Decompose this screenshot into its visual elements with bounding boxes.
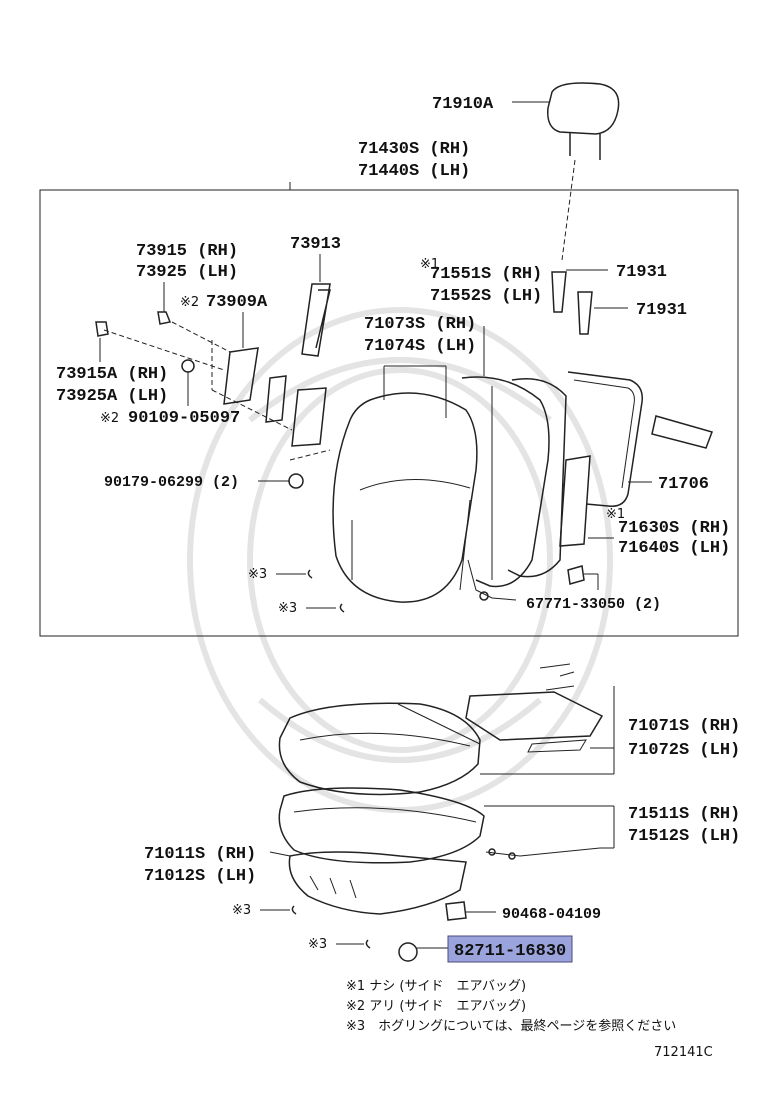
support-71551 xyxy=(551,271,567,313)
side-cover-b xyxy=(291,387,327,447)
mark-2-a: ※2 xyxy=(180,295,199,310)
label-71931-b: 71931 xyxy=(636,301,687,320)
side-cover-a xyxy=(265,375,287,423)
seatback-pad xyxy=(461,376,550,588)
label-cush-pad-lh: 71512S (LH) xyxy=(628,827,740,846)
ring-3-c: ※3 xyxy=(232,903,251,918)
label-73909a: 73909A xyxy=(206,293,268,312)
figure-code: 712141C xyxy=(654,1045,713,1060)
ring-3-a: ※3 xyxy=(248,567,267,582)
seatback-cover xyxy=(332,392,478,603)
label-cush-pad-rh: 71511S (RH) xyxy=(628,805,740,824)
wire-harness xyxy=(467,559,517,601)
cushion-wire xyxy=(485,847,614,857)
label-71640: 71640S (LH) xyxy=(618,539,730,558)
mark-1-b: ※1 xyxy=(606,507,625,522)
label-cush-assy-rh: 71011S (RH) xyxy=(144,845,256,864)
seatback-box xyxy=(39,189,739,637)
frame-71706 xyxy=(567,371,643,507)
rear-board xyxy=(507,378,567,578)
label-90109: 90109-05097 xyxy=(128,409,240,428)
label-back-assy-lh: 71440S (LH) xyxy=(358,162,470,181)
cushion-cover xyxy=(278,702,481,796)
connector-82711 xyxy=(398,942,418,962)
label-82711[interactable]: 82711-16830 xyxy=(454,942,566,961)
bracket-73913 xyxy=(301,283,331,357)
label-71551: 71551S (RH) xyxy=(430,265,542,284)
label-73925a: 73925A (LH) xyxy=(56,387,168,406)
clip-67771 xyxy=(567,565,585,585)
label-cover-rh: 73915 (RH) xyxy=(136,242,238,261)
clip-90468 xyxy=(445,901,467,921)
label-cover-lh: 73925 (LH) xyxy=(136,263,238,282)
frame-strap xyxy=(651,415,713,449)
cushion-pad xyxy=(278,787,485,864)
label-back-cover-rh: 71073S (RH) xyxy=(364,315,476,334)
label-back-cover-lh: 71074S (LH) xyxy=(364,337,476,356)
label-cush-cover-lh: 71072S (LH) xyxy=(628,741,740,760)
cushion-mat xyxy=(465,691,604,741)
headrest-group: 71910A xyxy=(432,82,620,261)
pad-71630 xyxy=(559,455,591,547)
label-73913: 73913 xyxy=(290,235,341,254)
label-back-assy-rh: 71430S (RH) xyxy=(358,140,470,159)
ring-3-d: ※3 xyxy=(308,937,327,952)
mark-1-a: ※1 xyxy=(420,257,439,272)
note-1: ※1 ナシ (サイド エアバッグ) xyxy=(346,979,526,994)
label-73915a: 73915A (RH) xyxy=(56,365,168,384)
label-71630: 71630S (RH) xyxy=(618,519,730,538)
airbag-73909a xyxy=(223,347,259,405)
label-71552: 71552S (LH) xyxy=(430,287,542,306)
ring-3-b: ※3 xyxy=(278,601,297,616)
label-cush-cover-rh: 71071S (RH) xyxy=(628,717,740,736)
label-90179: 90179-06299 (2) xyxy=(104,474,239,491)
cushion-frame xyxy=(288,851,467,915)
mark-2-b: ※2 xyxy=(100,411,119,426)
note-3: ※3 ホグリングについては、最終ページを参照ください xyxy=(346,1018,676,1034)
bolt-90109 xyxy=(181,359,195,373)
label-90468: 90468-04109 xyxy=(502,906,601,923)
nut-90179 xyxy=(288,473,304,489)
note-2: ※2 アリ (サイド エアバッグ) xyxy=(346,999,526,1014)
cover-knob xyxy=(157,311,172,325)
label-cush-assy-lh: 71012S (LH) xyxy=(144,867,256,886)
label-71931-a: 71931 xyxy=(616,263,667,282)
clip-73915a xyxy=(95,321,109,337)
headrest xyxy=(547,82,620,135)
label-67771: 67771-33050 (2) xyxy=(526,596,661,613)
label-71706: 71706 xyxy=(658,475,709,494)
highlight-82711[interactable] xyxy=(447,935,573,963)
label-headrest: 71910A xyxy=(432,95,494,114)
support-71552 xyxy=(577,291,593,335)
